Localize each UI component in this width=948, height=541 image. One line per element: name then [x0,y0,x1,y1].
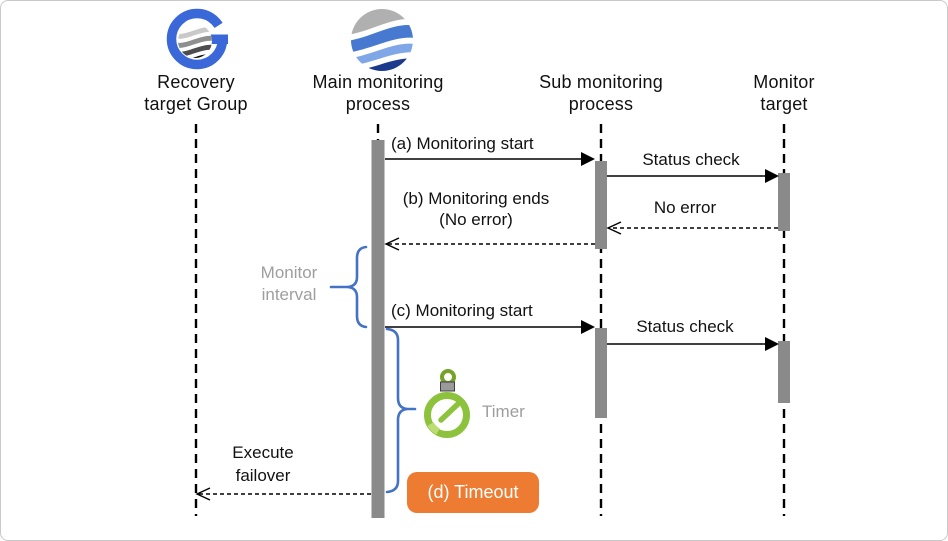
globe-waves-logo-icon [351,9,413,71]
label-monitor-interval: Monitor interval [260,263,318,304]
arrow-b-monitoring-ends [384,237,595,251]
label-c-monitoring-start: (c) Monitoring start [391,301,533,320]
activation-bar-target-1 [778,173,790,231]
g-waves-logo-icon [166,8,239,70]
arrow-status-check-1 [607,169,779,183]
label-a-monitoring-start: (a) Monitoring start [391,134,534,153]
lifeline-header-main-monitoring-process: Main monitoring process [312,72,444,114]
activation-bar-sub-2 [595,328,607,418]
label-no-error: No error [653,198,717,217]
arrow-no-error [606,221,778,235]
timer-stopwatch-icon [424,369,470,438]
arrow-c-monitoring-start [385,320,595,334]
activation-bar-target-2 [778,341,790,403]
arrow-a-monitoring-start [385,152,595,166]
lifeline-header-monitor-target: Monitor target [753,72,815,114]
monitor-interval-brace [347,245,368,329]
label-execute-failover: Execute failover [232,443,294,485]
lifeline-header-sub-monitoring-process: Sub monitoring process [539,72,663,114]
arrow-status-check-2 [607,337,779,351]
activation-bar-sub-1 [595,161,607,249]
label-status-check-2: Status check [636,317,734,336]
timer-brace [385,327,408,494]
arrow-execute-failover [195,487,371,501]
activation-bar-main [371,140,385,518]
label-b-monitoring-ends: (b) Monitoring ends (No error) [402,189,550,229]
label-timer: Timer [482,402,525,421]
label-status-check-1: Status check [642,150,740,169]
timeout-badge: (d) Timeout [407,472,539,513]
lifeline-header-recovery-target-group: Recovery target Group [144,72,248,114]
